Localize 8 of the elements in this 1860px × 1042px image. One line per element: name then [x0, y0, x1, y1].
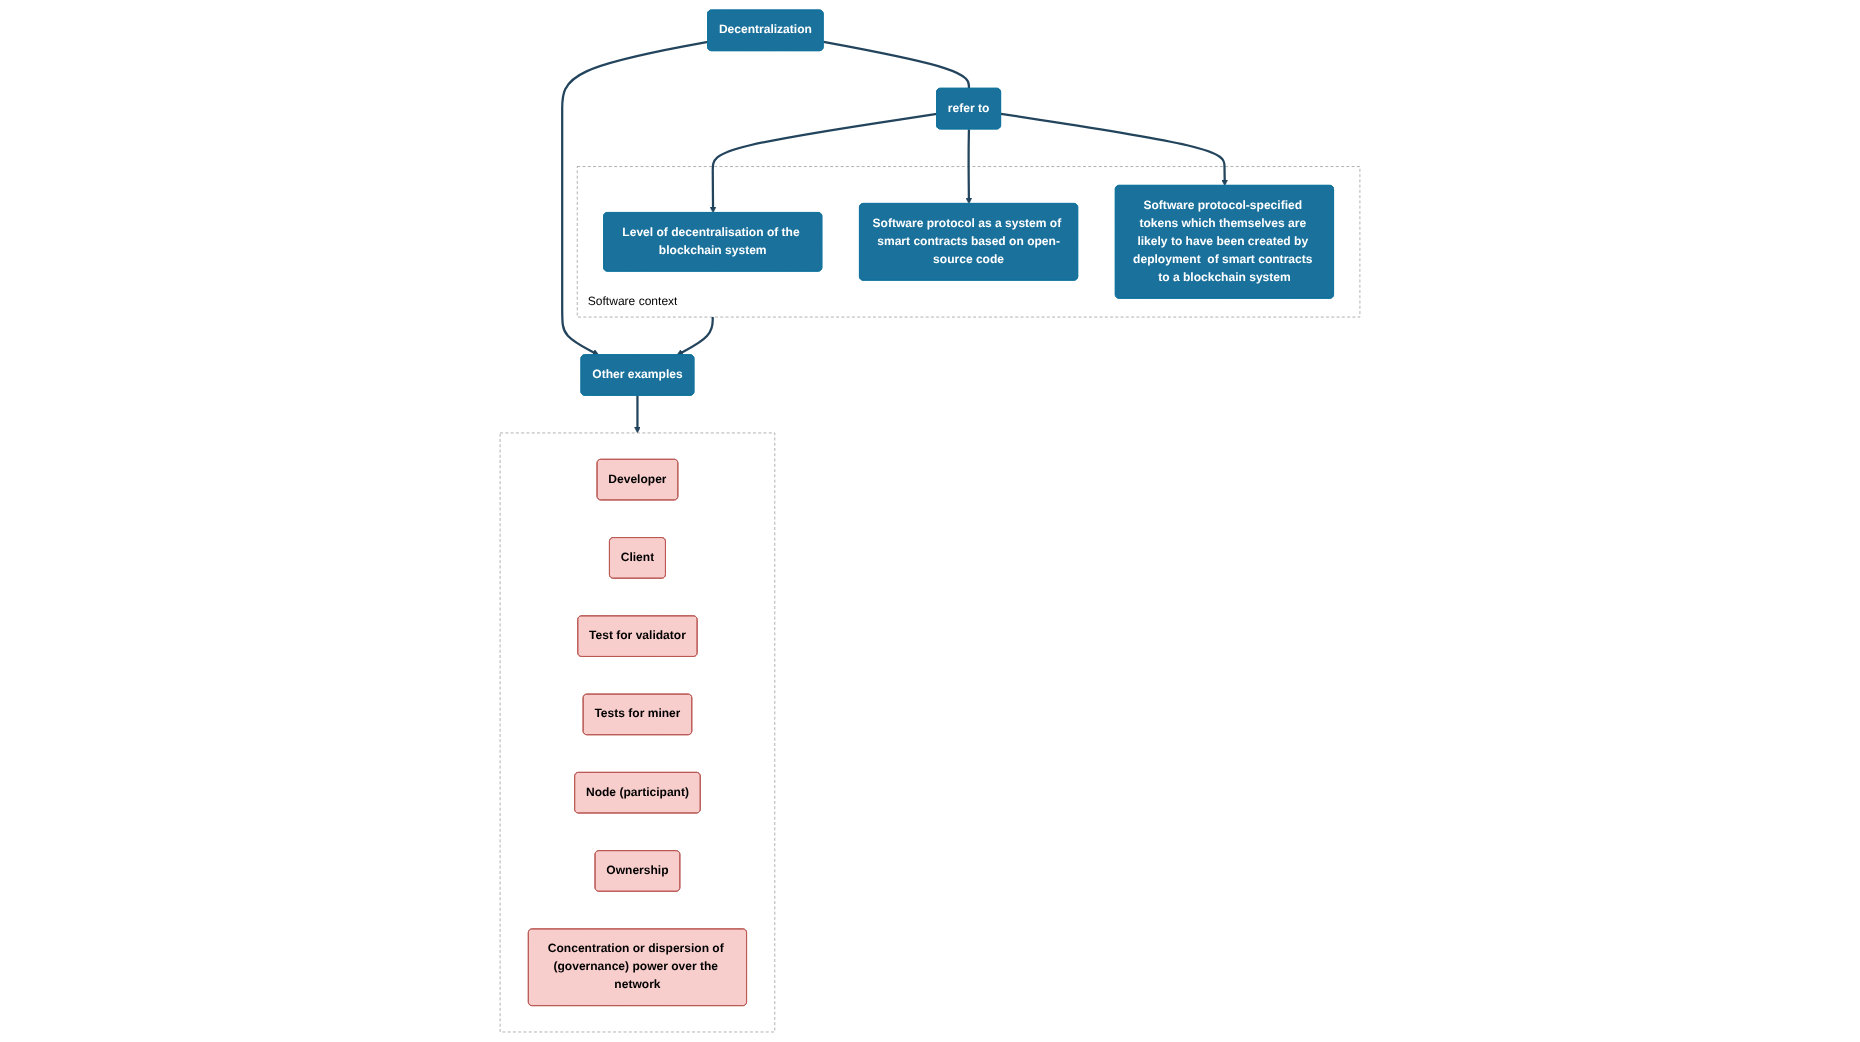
arrow	[709, 112, 938, 214]
arrow	[676, 317, 714, 356]
cluster	[499, 432, 776, 1033]
arrow	[561, 40, 709, 356]
arrow	[965, 129, 973, 205]
connector	[823, 40, 971, 89]
arrow	[1000, 112, 1228, 187]
arrow	[634, 395, 641, 434]
